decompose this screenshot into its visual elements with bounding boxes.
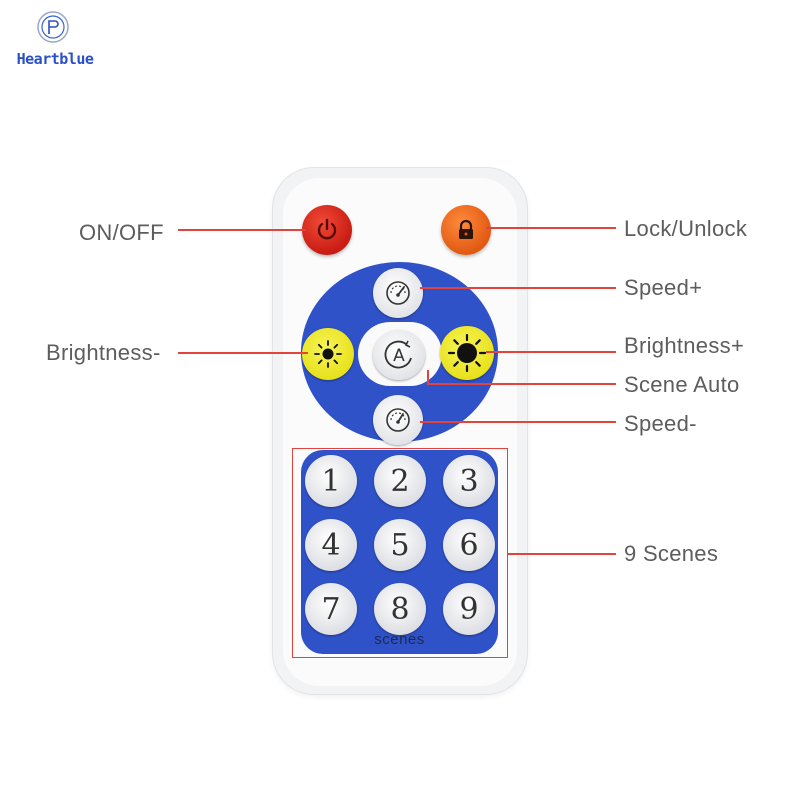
auto-glyph: A <box>393 346 405 366</box>
label-brightness-plus: Brightness+ <box>624 333 745 358</box>
callout-line-on-off <box>178 229 306 231</box>
scene-key-9[interactable]: 9 <box>443 583 495 635</box>
callout-line-lock <box>486 227 616 229</box>
power-icon <box>317 218 337 240</box>
scene-key-1[interactable]: 1 <box>305 455 357 507</box>
callout-line-speed-plus <box>420 287 616 289</box>
scene-key-3[interactable]: 3 <box>443 455 495 507</box>
label-brightness-minus: Brightness- <box>46 340 161 365</box>
scene-highlight-frame <box>292 448 508 658</box>
sun-small-icon <box>314 340 342 368</box>
label-on-off: ON/OFF <box>79 220 164 245</box>
auto-a-icon: A <box>384 340 412 369</box>
label-speed-plus: Speed+ <box>624 275 703 300</box>
brightness-down-button[interactable] <box>302 328 354 380</box>
lock-button[interactable] <box>441 205 491 255</box>
label-nine-scenes: 9 Scenes <box>624 541 719 566</box>
label-scene-auto: Scene Auto <box>624 372 740 397</box>
callout-line-speed-minus <box>420 421 616 423</box>
speed-down-button[interactable] <box>373 395 423 445</box>
scene-key-8[interactable]: 8 <box>374 583 426 635</box>
callout-line-scene-auto-vertical <box>427 370 429 384</box>
scene-key-4[interactable]: 4 <box>305 519 357 571</box>
power-button[interactable] <box>302 205 352 255</box>
callout-line-brightness-minus <box>178 352 308 354</box>
brand-logo: Heartblue <box>14 10 94 72</box>
scene-auto-button[interactable]: A <box>373 330 425 380</box>
label-lock-unlock: Lock/Unlock <box>624 216 748 241</box>
scene-key-7[interactable]: 7 <box>305 583 357 635</box>
speedometer-icon <box>386 408 410 432</box>
callout-line-brightness-plus <box>486 351 616 353</box>
scene-key-2[interactable]: 2 <box>374 455 426 507</box>
lock-icon <box>459 219 473 239</box>
brightness-up-button[interactable] <box>440 326 494 380</box>
callout-line-nine-scenes <box>508 553 616 555</box>
scene-key-6[interactable]: 6 <box>443 519 495 571</box>
heartblue-logo-icon <box>37 11 69 43</box>
sun-large-icon <box>447 333 487 373</box>
callout-line-scene-auto <box>427 383 616 385</box>
brand-name: Heartblue <box>16 50 94 68</box>
label-speed-minus: Speed- <box>624 411 697 436</box>
speed-up-button[interactable] <box>373 268 423 318</box>
scenes-label: scenes <box>374 631 425 648</box>
speedometer-icon <box>386 281 410 305</box>
scene-key-5[interactable]: 5 <box>374 519 426 571</box>
